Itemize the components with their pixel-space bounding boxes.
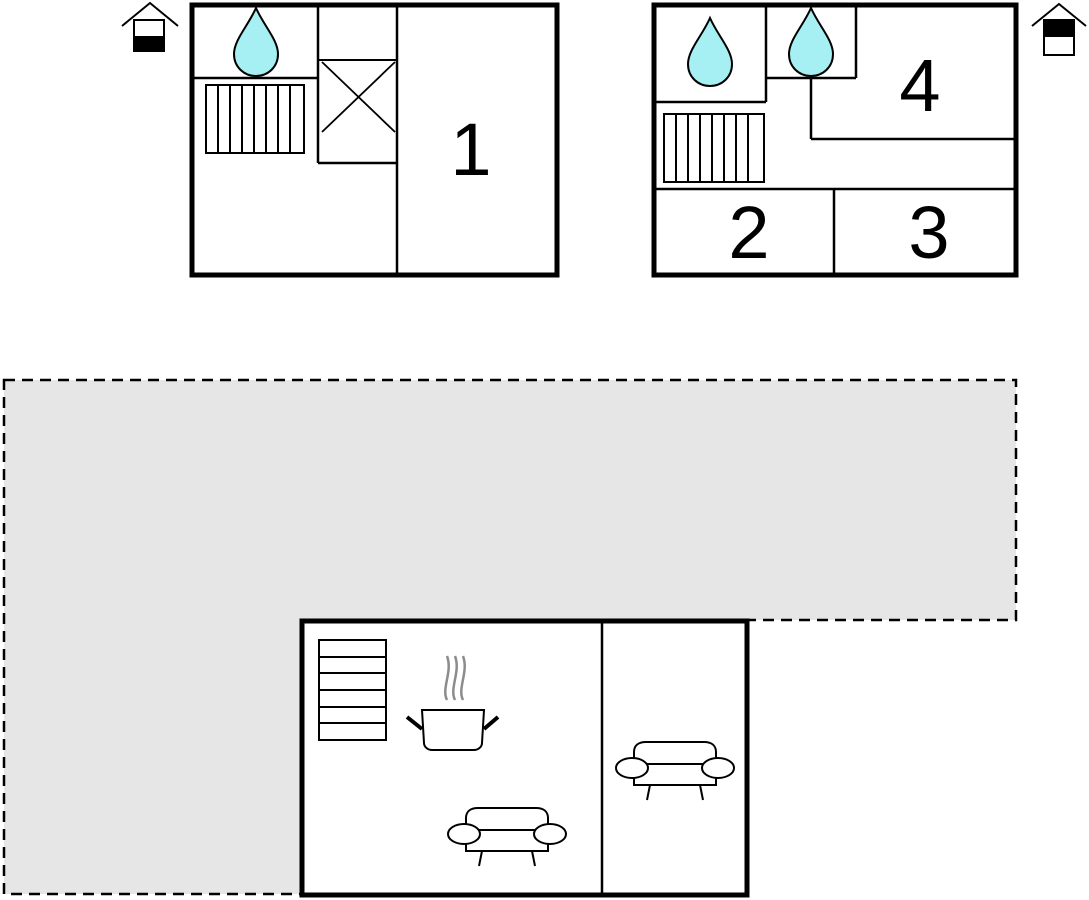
sofa-icon xyxy=(615,741,735,801)
room-number-1: 1 xyxy=(450,108,491,191)
ground-floor xyxy=(299,618,750,898)
radiator-icon xyxy=(663,113,765,183)
water-drop-icon xyxy=(787,5,835,78)
room-number-2: 2 xyxy=(728,191,769,274)
room-number-4: 4 xyxy=(899,44,940,127)
upper-floor-left: 1 xyxy=(189,2,560,278)
sofa-icon xyxy=(447,807,567,867)
stairs-icon xyxy=(318,639,387,741)
upper-floor-right: 4 2 3 xyxy=(651,2,1019,278)
stairwell-icon xyxy=(321,61,396,133)
water-drop-icon xyxy=(232,5,280,78)
cooking-pot-icon xyxy=(405,655,500,751)
radiator-icon xyxy=(205,84,305,154)
house-floor-icon xyxy=(1031,2,1087,56)
water-drop-icon xyxy=(686,15,734,88)
room-number-3: 3 xyxy=(908,191,949,274)
house-floor-icon xyxy=(121,1,179,52)
